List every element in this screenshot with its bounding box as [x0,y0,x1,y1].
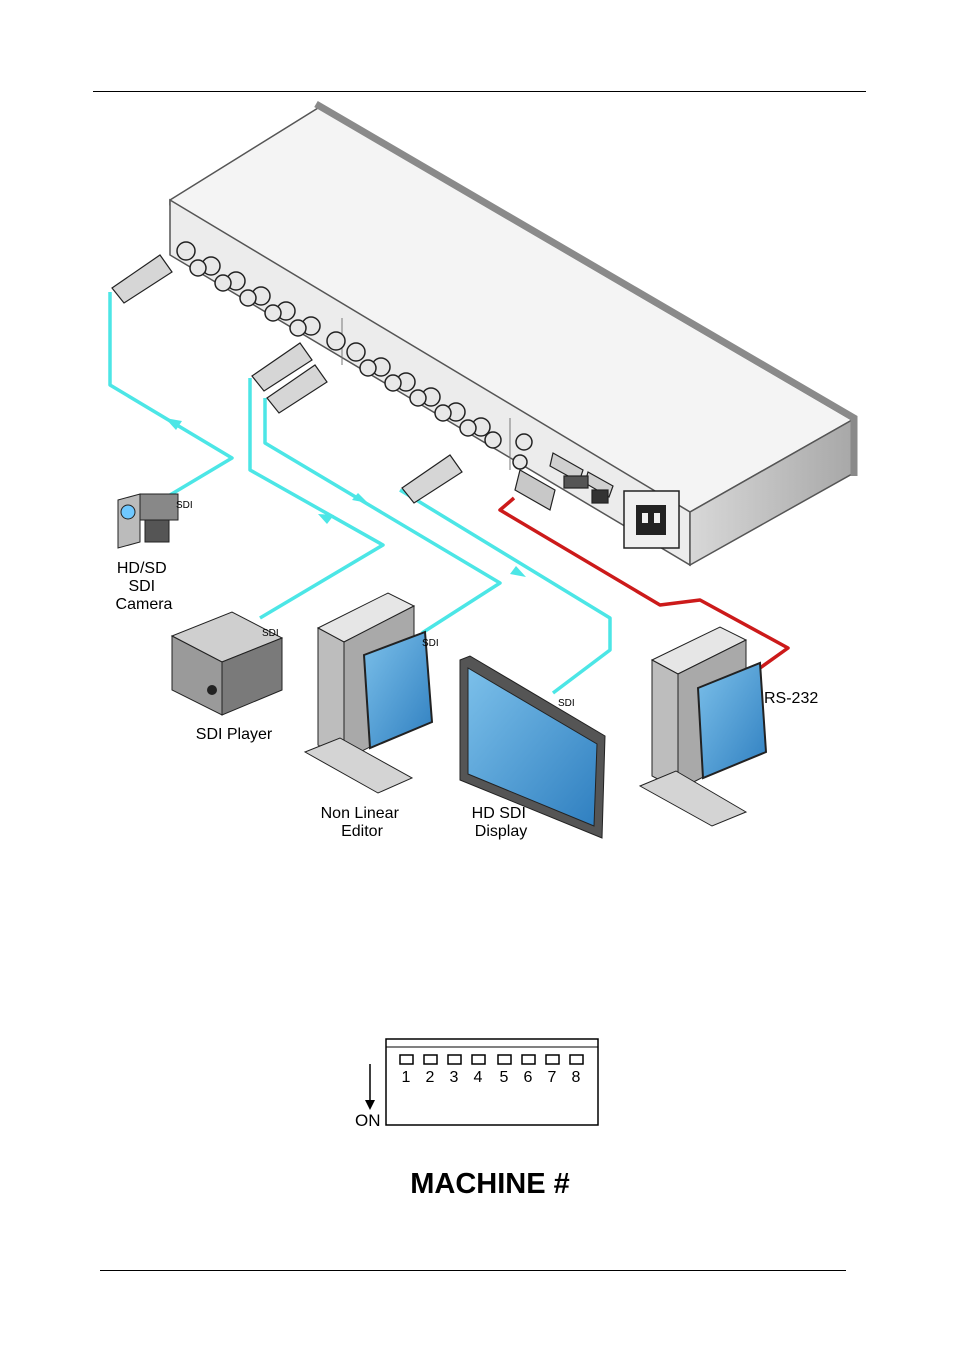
bnc-connector [347,343,365,361]
dip-toggle [424,1055,437,1064]
bnc-connector [265,305,281,321]
dip-toggle [448,1055,461,1064]
cable-label: SDI [422,638,439,649]
bnc-connector [516,434,532,450]
dip-number: 8 [572,1069,581,1086]
bnc-connector [435,405,451,421]
cable-label: SDI [558,698,575,709]
dip-number: 4 [474,1069,483,1086]
sdi-cable-camera [110,292,232,495]
arrow-icon [318,514,334,524]
editor-label: Non Linear Editor [321,805,404,840]
bnc-connector [485,432,501,448]
dip-toggle [570,1055,583,1064]
dip-number: 1 [402,1069,411,1086]
camera-device [118,494,178,548]
on-arrow-head-icon [365,1100,375,1110]
dip-toggle [400,1055,413,1064]
bnc-connector [327,332,345,350]
cable-label: SDI [176,500,193,511]
display-label: HD SDI Display [472,805,531,840]
switcher-chassis [170,104,854,565]
camera-label: HD/SD SDI Camera [116,560,173,613]
dip-switch-diagram: 1 2 3 4 5 6 7 8 ON [350,1036,610,1136]
bnc-connector [290,320,306,336]
sdi-cable-display [400,490,610,693]
dip-number: 2 [426,1069,435,1086]
connection-diagram: SDI SDI SDI SDI HD/SD SDI Camera SDI Pla… [0,0,954,870]
bnc-connector [240,290,256,306]
sdi-cable-player [250,378,383,618]
bnc-connector [190,260,206,276]
on-label: ON [355,1111,381,1130]
bnc-connector [410,390,426,406]
bnc-plug [402,455,462,503]
bnc-connector [215,275,231,291]
dip-switch-body [386,1039,598,1125]
terminal-block [592,490,608,503]
footer-rule [100,1270,846,1271]
dip-number: 7 [548,1069,557,1086]
rs232-label: RS-232 [764,690,818,707]
dip-toggle [522,1055,535,1064]
dip-switch-block [564,476,588,488]
lens-icon [121,505,135,519]
dip-toggle [498,1055,511,1064]
bnc-connector [513,455,527,469]
bnc-connector [360,360,376,376]
dip-number: 5 [500,1069,509,1086]
bnc-connector [385,375,401,391]
bnc-plug [112,255,172,303]
dip-toggle [546,1055,559,1064]
player-label: SDI Player [196,726,273,743]
dip-number: 3 [450,1069,459,1086]
editor-computer [305,593,432,793]
bnc-connector [177,242,195,260]
sdi-direction-arrows [165,418,526,577]
cable-label: SDI [262,628,279,639]
machine-number-title: MACHINE # [0,1168,954,1201]
arrow-icon [510,566,526,577]
dip-number: 6 [524,1069,533,1086]
bnc-connector [460,420,476,436]
control-computer [640,627,766,826]
power-socket [624,491,679,548]
dip-toggle [472,1055,485,1064]
